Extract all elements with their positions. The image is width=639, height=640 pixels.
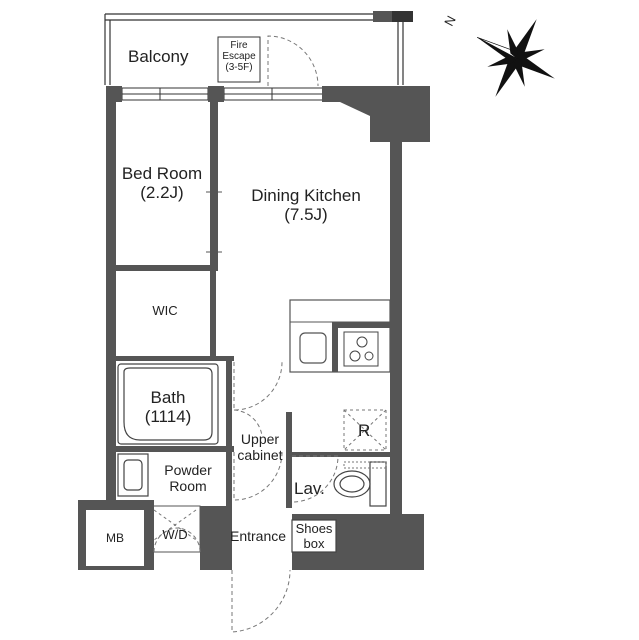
washer-dryer-area (149, 505, 201, 553)
dining-kitchen-label: Dining Kitchen (7.5J) (251, 186, 361, 225)
toilet (333, 461, 387, 507)
washer-dryer-dashes (153, 509, 197, 541)
bed-room-label: Bed Room (2.2J) (121, 164, 203, 203)
balcony-label: Balcony (128, 47, 189, 66)
powder-room-label: Powder Room (164, 462, 212, 494)
fire-escape-hatch (217, 36, 261, 83)
compass-rose-icon (476, 19, 555, 97)
sliding-door-marks (206, 184, 222, 253)
stove-icon (343, 331, 379, 367)
wic-label: WIC (152, 303, 178, 318)
entrance-label: Entrance (230, 528, 287, 544)
shoes-box-label: Shoes box (295, 521, 333, 551)
wd-label: W/D (162, 527, 188, 542)
shoes-box (291, 519, 337, 553)
fridge (343, 409, 387, 451)
balcony-outline (104, 13, 404, 85)
upper-cabinet-label: Upper cabinet (237, 431, 283, 463)
balcony-post-inner (392, 11, 413, 22)
lav-counter (343, 461, 387, 469)
bath-tub (117, 363, 219, 445)
bath-label: Bath (1114) (144, 388, 192, 427)
fire-escape-label: Fire Escape (3-5F) (222, 40, 256, 74)
lav-label: Lav. (294, 479, 325, 498)
kitchen-counter (289, 299, 391, 373)
balcony-door-swing (267, 35, 319, 87)
mb-label: MB (106, 531, 124, 545)
mb-closet (86, 510, 144, 566)
fridge-label: R (358, 421, 371, 440)
washbasin (117, 453, 149, 497)
door-swings (153, 361, 339, 633)
sink (299, 332, 327, 364)
